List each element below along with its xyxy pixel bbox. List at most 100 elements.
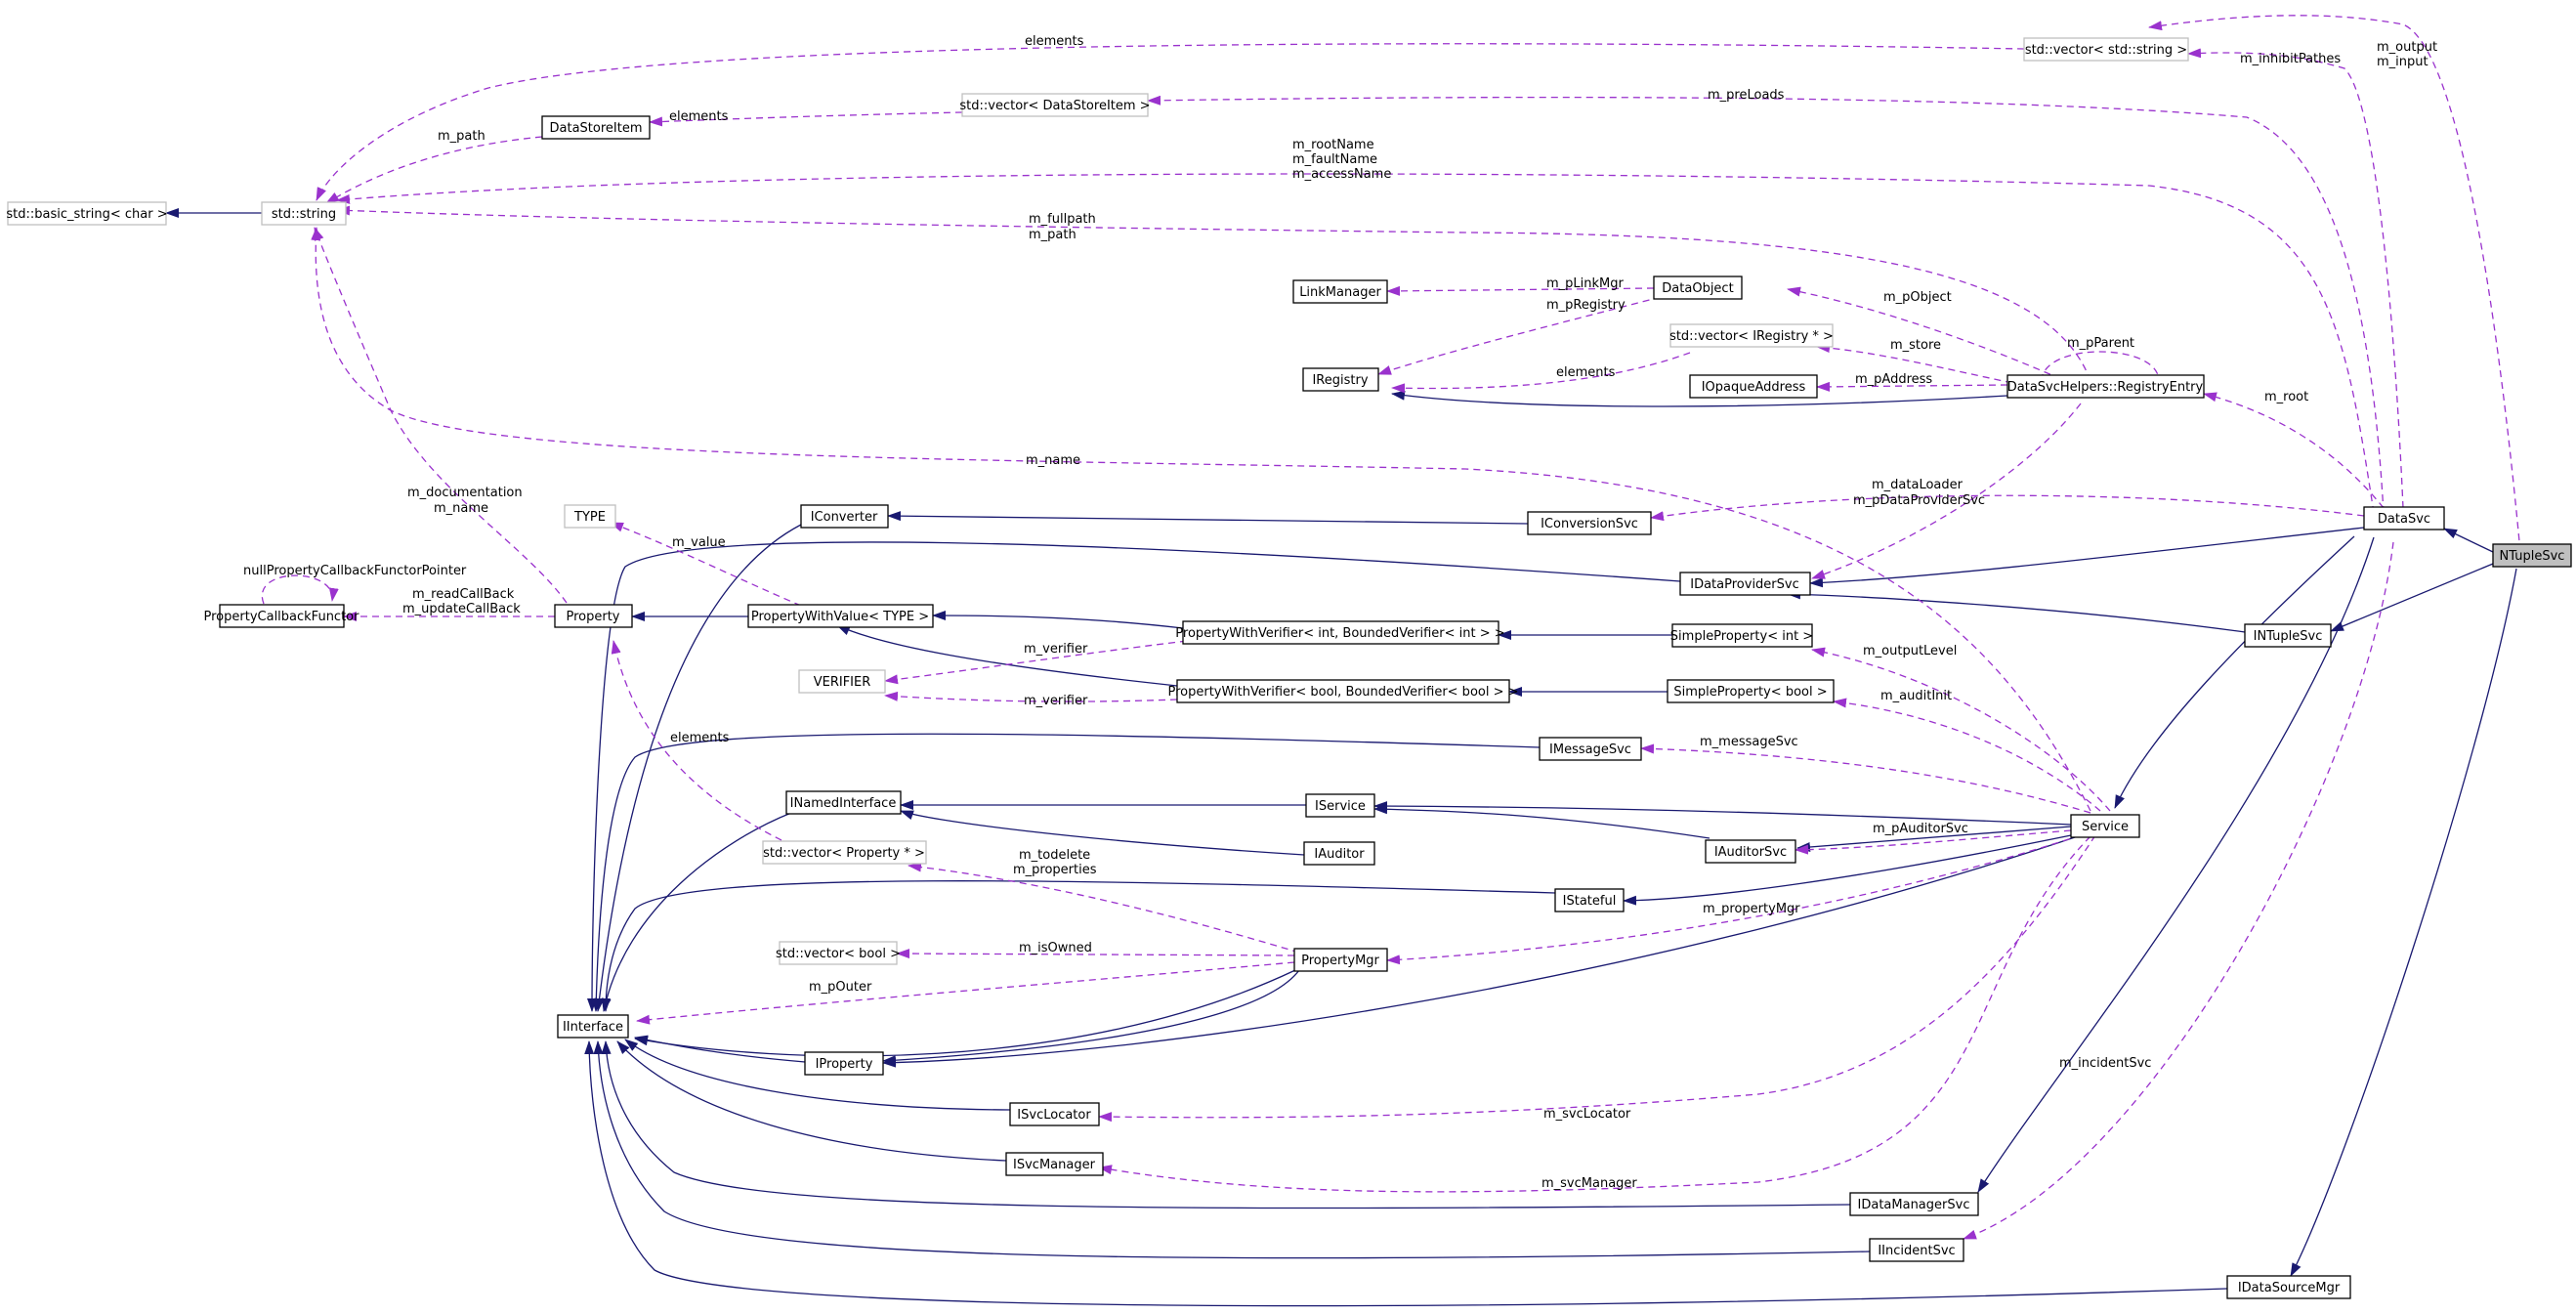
edge-idataprovidersvc-to-iinterface [587, 541, 1681, 1012]
node-iopaqueaddress[interactable]: IOpaqueAddress [1689, 374, 1818, 399]
node-basic-string[interactable]: std::basic_string< char > [6, 201, 168, 226]
label-m-name-prop: m_name [434, 501, 488, 516]
edge-isvcmanager-to-iinterface [616, 1040, 1007, 1162]
label-m-pouter: m_pOuter [809, 980, 872, 995]
node-propertywithvalue[interactable]: PropertyWithValue< TYPE > [747, 604, 934, 628]
label-m-faultname: m_faultName [1292, 152, 1377, 167]
svg-text:PropertyWithVerifier< int, Bou: PropertyWithVerifier< int, BoundedVerifi… [1175, 626, 1504, 641]
node-service[interactable]: Service [2070, 814, 2140, 838]
svg-text:std::vector< DataStoreItem >: std::vector< DataStoreItem > [959, 99, 1150, 113]
edge-iproperty-to-iinterface [634, 1035, 806, 1063]
edge-service-propertymgr [1386, 834, 2082, 965]
edge-propertymgr-to-iinterface [634, 969, 1296, 1057]
edge-registryentry-store [1816, 343, 2013, 384]
edge-propertymgr-pouter [636, 961, 1295, 1025]
node-string[interactable]: std::string [261, 201, 347, 226]
node-intuplesvc[interactable]: INTupleSvc [2244, 623, 2332, 648]
node-propertymgr[interactable]: PropertyMgr [1293, 948, 1388, 972]
edge-service-svcmanager [1098, 835, 2091, 1193]
node-idataprovidersvc[interactable]: IDataProviderSvc [1679, 572, 1811, 596]
svg-text:IConverter: IConverter [811, 510, 878, 525]
node-registryentry[interactable]: DataSvcHelpers::RegistryEntry [2006, 374, 2205, 399]
node-iproperty[interactable]: IProperty [804, 1051, 884, 1076]
edge-datasvc-vec-string-inhibit [2187, 48, 2404, 509]
svg-text:IStateful: IStateful [1563, 894, 1617, 909]
label-m-inhibitpathes: m_inhibitPathes [2240, 52, 2341, 66]
node-vec-iregistry[interactable]: std::vector< IRegistry * > [1669, 323, 1834, 348]
label-m-pdataprovidersvc: m_pDataProviderSvc [1853, 493, 1985, 508]
node-iregistry[interactable]: IRegistry [1302, 367, 1379, 392]
svg-text:DataStoreItem: DataStoreItem [550, 121, 643, 136]
node-iincidentsvc[interactable]: IIncidentSvc [1869, 1238, 1964, 1262]
label-m-name: m_name [1026, 453, 1080, 468]
svg-text:std::vector< bool >: std::vector< bool > [776, 947, 901, 961]
node-idatasourcemgr[interactable]: IDataSourceMgr [2226, 1275, 2351, 1299]
edge-datasvc-dataloader [1650, 494, 2365, 522]
label-m-store: m_store [1890, 338, 1941, 353]
label-m-svcmanager: m_svcManager [1541, 1176, 1637, 1191]
edge-dataobject-pregistry [1377, 296, 1662, 375]
label-m-properties: m_properties [1013, 863, 1097, 877]
edge-property-documentation [314, 227, 568, 604]
node-property[interactable]: Property [554, 604, 633, 628]
edge-pwv-int-to-propertywithvalue [932, 611, 1184, 629]
node-simpleproperty-bool[interactable]: SimpleProperty< bool > [1667, 679, 1835, 703]
node-simpleproperty-int[interactable]: SimpleProperty< int > [1670, 623, 1813, 648]
svg-text:IIncidentSvc: IIncidentSvc [1878, 1244, 1955, 1258]
node-dataobject[interactable]: DataObject [1653, 276, 1743, 300]
node-datastoreitem[interactable]: DataStoreItem [541, 115, 651, 140]
label-m-input: m_input [2377, 55, 2428, 69]
edge-registryentry-fullpath [336, 205, 2091, 382]
svg-text:IDataSourceMgr: IDataSourceMgr [2238, 1281, 2341, 1295]
node-pwv-int[interactable]: PropertyWithVerifier< int, BoundedVerifi… [1175, 620, 1505, 645]
node-inamedinterface[interactable]: INamedInterface [785, 790, 902, 815]
svg-text:std::vector< std::string >: std::vector< std::string > [2025, 43, 2187, 58]
label-m-messagesvc: m_messageSvc [1700, 735, 1798, 749]
node-vec-datastoreitem[interactable]: std::vector< DataStoreItem > [959, 93, 1151, 117]
node-iservice[interactable]: IService [1305, 793, 1375, 818]
node-imessagesvc[interactable]: IMessageSvc [1539, 737, 1642, 761]
node-ntuplesvc[interactable]: NTupleSvc [2492, 543, 2572, 568]
node-pwv-bool[interactable]: PropertyWithVerifier< bool, BoundedVerif… [1167, 679, 1519, 703]
edge-propertycallbackfunctor-self [261, 574, 339, 605]
label-m-paddress: m_pAddress [1855, 372, 1932, 387]
node-vec-string[interactable]: std::vector< std::string > [2023, 37, 2189, 62]
node-iauditorsvc[interactable]: IAuditorSvc [1705, 839, 1796, 864]
svg-text:INTupleSvc: INTupleSvc [2254, 629, 2323, 644]
edge-datasvc-rootname [336, 173, 2375, 514]
node-vec-bool[interactable]: std::vector< bool > [776, 941, 901, 965]
svg-text:SimpleProperty< bool >: SimpleProperty< bool > [1673, 685, 1827, 700]
svg-text:IAuditorSvc: IAuditorSvc [1714, 845, 1787, 860]
svg-text:LinkManager: LinkManager [1299, 285, 1381, 300]
node-linkmanager[interactable]: LinkManager [1292, 279, 1388, 304]
svg-text:IProperty: IProperty [816, 1057, 873, 1072]
node-verifier[interactable]: VERIFIER [798, 669, 886, 694]
inheritance-edges [165, 208, 2517, 1307]
node-isvcmanager[interactable]: ISvcManager [1005, 1152, 1104, 1176]
svg-text:IDataManagerSvc: IDataManagerSvc [1858, 1198, 1970, 1212]
edge-ntuplesvc-to-intuplesvc [2330, 563, 2494, 632]
edge-service-to-iauditorsvc [1796, 826, 2072, 852]
label-m-isowned: m_isOwned [1019, 941, 1092, 955]
label-m-value: m_value [672, 535, 726, 550]
node-iauditor[interactable]: IAuditor [1303, 841, 1375, 866]
node-istateful[interactable]: IStateful [1554, 888, 1625, 912]
label-m-path-re: m_path [1029, 228, 1077, 242]
node-isvclocator[interactable]: ISvcLocator [1009, 1102, 1100, 1126]
node-iconversionsvc[interactable]: IConversionSvc [1527, 511, 1652, 535]
node-vec-property[interactable]: std::vector< Property * > [762, 840, 927, 865]
edge-datasvc-root [2203, 392, 2385, 509]
node-iconverter[interactable]: IConverter [800, 504, 889, 529]
edge-labels: elements m_output m_input m_inhibitPathe… [243, 34, 2437, 1191]
node-propertycallbackfunctor[interactable]: PropertyCallbackFunctor [204, 604, 360, 628]
node-datasvc[interactable]: DataSvc [2363, 506, 2445, 530]
node-idatamanagersvc[interactable]: IDataManagerSvc [1849, 1192, 1979, 1216]
svg-text:IAuditor: IAuditor [1314, 847, 1365, 862]
node-iinterface[interactable]: IInterface [557, 1014, 629, 1039]
node-type[interactable]: TYPE [564, 504, 616, 529]
label-m-verifier-2: m_verifier [1024, 694, 1088, 708]
edge-iauditorsvc-to-iservice [1373, 804, 1710, 839]
label-m-updatecallback: m_updateCallBack [402, 602, 521, 616]
svg-text:std::string: std::string [272, 207, 336, 222]
